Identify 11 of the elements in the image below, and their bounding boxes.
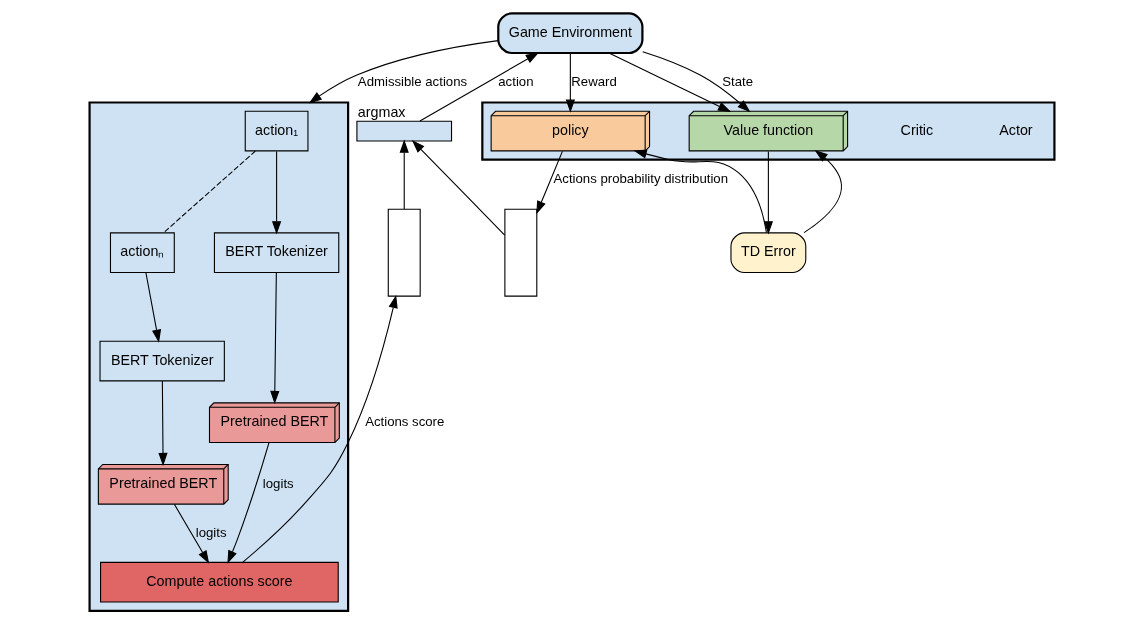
edge-label: Actions score (365, 413, 445, 429)
edge-label: Admissible actions (357, 73, 468, 89)
node-label: argmax (357, 103, 406, 120)
edge-label: logits (195, 524, 227, 540)
edge-label: Actions probability distribution (553, 170, 728, 186)
edge-label: action (498, 73, 534, 89)
label: Actor (999, 121, 1033, 138)
edge-label: State (722, 73, 753, 89)
edge-label: logits (262, 475, 294, 491)
edge-label: Reward (571, 73, 617, 89)
label: Critic (900, 121, 934, 138)
